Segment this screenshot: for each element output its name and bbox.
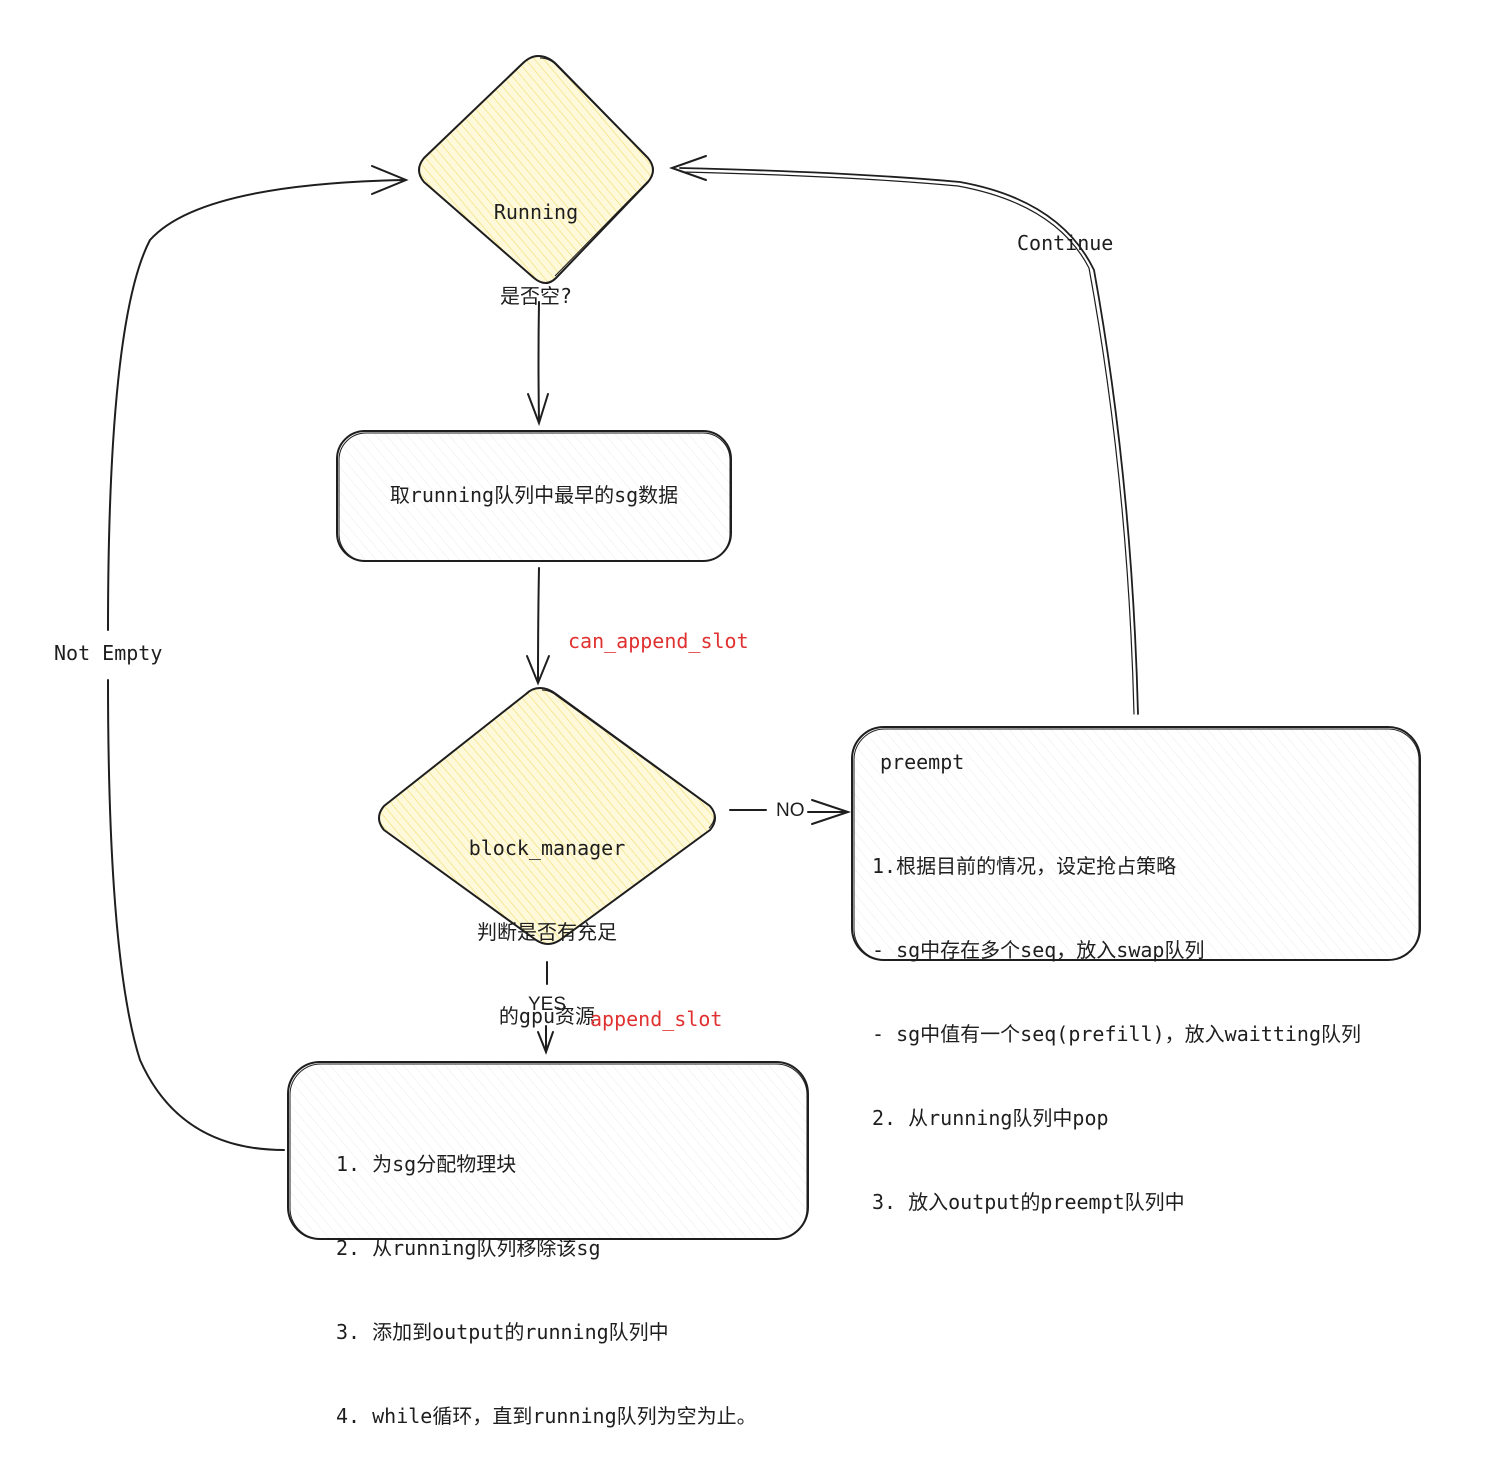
arrow-continue (668, 155, 1139, 715)
allocate-line: 4. while循环，直到running队列为空为止。 (336, 1404, 757, 1428)
preempt-title: preempt (880, 750, 965, 774)
preempt-line: 3. 放入output的preempt队列中 (872, 1190, 1185, 1214)
arrow-take-to-block (526, 567, 550, 686)
continue-label: Continue (1017, 231, 1114, 255)
append-slot-label: append_slot (590, 1007, 723, 1031)
allocate-line: 1. 为sg分配物理块 (336, 1152, 517, 1176)
yes-label: YES (528, 994, 567, 1015)
arrow-no-to-preempt (729, 799, 852, 825)
preempt-list: 1.根据目前的情况，设定抢占策略 - sg中存在多个seq，放入swap队列 -… (872, 796, 1361, 1244)
arrow-yes-to-allocate (537, 961, 554, 1055)
block-check-diamond (378, 687, 716, 945)
arrow-not-empty (107, 165, 409, 1151)
preempt-line: - sg中值有一个seq(prefill)，放入waitting队列 (872, 1022, 1361, 1046)
not-empty-label: Not Empty (54, 641, 163, 665)
allocate-list: 1. 为sg分配物理块 2. 从running队列移除该sg 3. 添加到out… (336, 1094, 757, 1458)
arrow-running-to-take (527, 301, 549, 427)
block-check-label: block_manager 判断是否有充足 的gpu资源 (468, 836, 626, 1028)
allocate-line: 2. 从running队列移除该sg (336, 1236, 601, 1260)
preempt-line: 2. 从running队列中pop (872, 1106, 1109, 1130)
flowchart-canvas (107, 55, 1421, 1240)
take-earliest-label: 取running队列中最早的sg数据 (389, 483, 679, 507)
running-check-diamond (418, 55, 654, 284)
preempt-line: 1.根据目前的情况，设定抢占策略 (872, 854, 1177, 878)
can-append-slot-label: can_append_slot (568, 629, 749, 653)
running-check-label: Running 是否空? (493, 200, 579, 308)
no-label: NO (776, 800, 805, 821)
preempt-line: - sg中存在多个seq，放入swap队列 (872, 938, 1205, 962)
allocate-line: 3. 添加到output的running队列中 (336, 1320, 669, 1344)
